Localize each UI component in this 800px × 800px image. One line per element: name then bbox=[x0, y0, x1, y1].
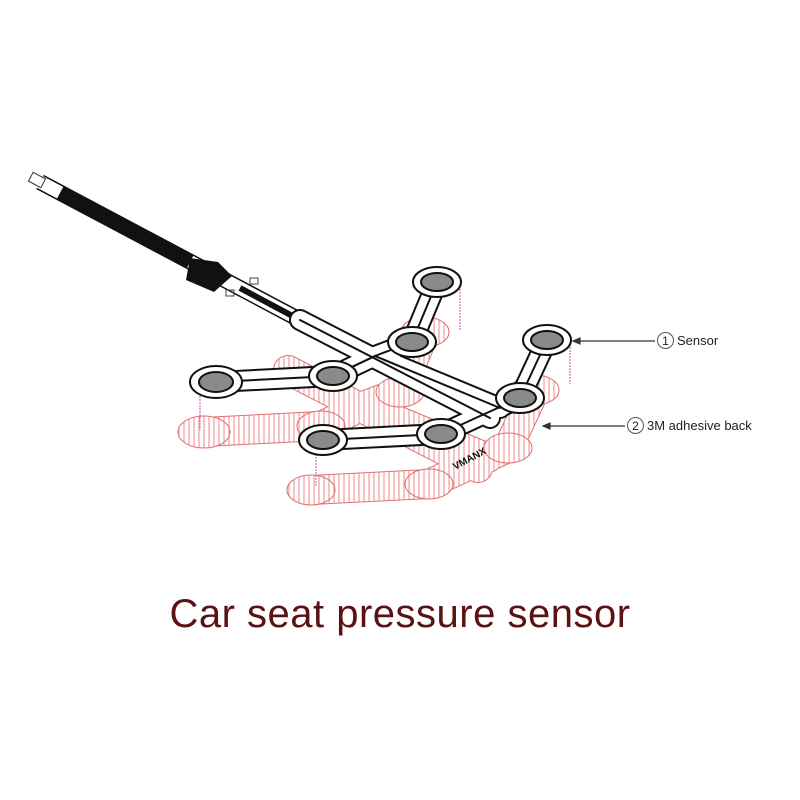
sensor-pad bbox=[420, 272, 454, 292]
sensor-pad bbox=[503, 388, 537, 408]
callout-sensor: 1 Sensor bbox=[657, 332, 718, 349]
sensor-pad bbox=[316, 366, 350, 386]
sensor-pad bbox=[198, 371, 234, 393]
sensor-pad bbox=[306, 430, 340, 450]
callout-adhesive: 2 3M adhesive back bbox=[627, 417, 752, 434]
callout-label: Sensor bbox=[677, 333, 719, 348]
callout-number: 1 bbox=[657, 332, 674, 349]
sensor-pad bbox=[530, 330, 564, 350]
callout-label: 3M adhesive back bbox=[647, 418, 752, 433]
sensor-pad bbox=[395, 332, 429, 352]
callout-number: 2 bbox=[627, 417, 644, 434]
sensor-pad bbox=[424, 424, 458, 444]
sensor-pads bbox=[189, 266, 572, 456]
callout-arrows bbox=[541, 337, 655, 430]
connector-tail bbox=[27, 171, 304, 328]
diagram-title: Car seat pressure sensor bbox=[169, 592, 631, 636]
